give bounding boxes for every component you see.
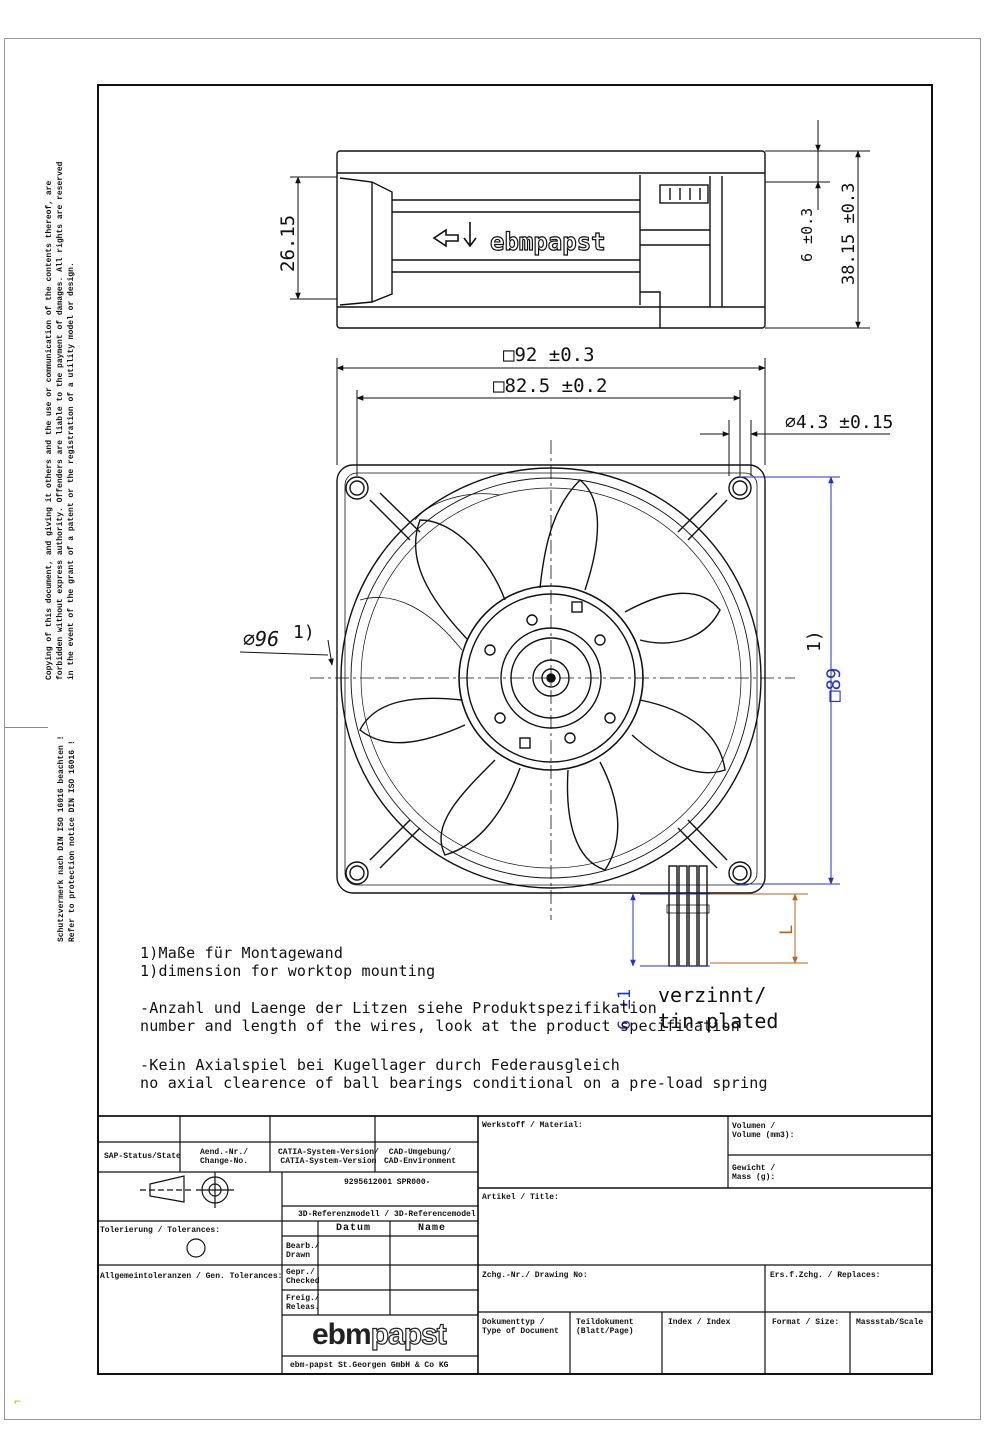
note-1-en: 1)dimension for worktop mounting [140, 962, 436, 980]
dim-height: 26.15 [277, 215, 299, 272]
dim-96: ⌀96 [243, 627, 279, 651]
side-dimensions [290, 120, 870, 329]
dim-L: L [777, 925, 797, 935]
tin-label-en: tin-plated [658, 1009, 778, 1033]
tb-title: Artikel / Title: [482, 1193, 559, 1202]
logo-papst: papst [370, 1317, 447, 1351]
tolerance-circle-icon [186, 1238, 206, 1258]
tb-name: Name [418, 1223, 447, 1234]
tb-ref-model: 3D-Referenzmodell / 3D-Referencemodel [298, 1210, 476, 1219]
logo-ebm: ebm [312, 1318, 372, 1351]
projection-symbol-icon [140, 1172, 234, 1208]
drawing-sheet [4, 38, 981, 1420]
note-1-de: 1)Maße für Montagewand [140, 944, 344, 962]
tb-company: ebm-papst St.Georgen GmbH & Co KG [290, 1361, 449, 1370]
tb-replaces: Ers.f.Zchg. / Replaces: [770, 1271, 881, 1280]
tb-volume: Volumen / Volume (mm3): [732, 1122, 795, 1140]
dim-hole: ⌀4.3 ±0.15 [785, 412, 893, 433]
corner-mark: ⌐ [14, 1394, 22, 1408]
tb-drawing-no: Zchg.-Nr./ Drawing No: [482, 1271, 588, 1280]
tb-ref-number: 9295612001 SPR000- [344, 1178, 431, 1187]
tb-general-tol: Allgemeintoleranzen / Gen. Tolerances: [100, 1272, 283, 1281]
note-2-en: number and length of the wires, look at … [140, 1017, 740, 1035]
tb-sub-doc: Teildokument (Blatt/Page) [576, 1318, 634, 1336]
tin-label-de: verzinnt/ [658, 983, 766, 1007]
dim-92: □92 ±0.3 [503, 344, 595, 366]
side-view [336, 150, 766, 329]
tb-release: Freig./ Releas. [286, 1294, 320, 1312]
tb-catia-version: CATIA-System-Version/ CATIA-System-Versi… [278, 1148, 379, 1166]
note-ref-96: 1) [293, 622, 315, 643]
note-ref-89: 1) [804, 630, 825, 652]
ebmpapst-logo: ebmpapst [312, 1317, 447, 1352]
dim-89-lines [630, 476, 840, 967]
drawing-frame [97, 84, 933, 1375]
tb-material: Werkstoff / Material: [482, 1121, 583, 1130]
tb-index: Index / Index [668, 1318, 731, 1327]
fold-mark [4, 727, 48, 728]
title-block-grid [97, 1115, 933, 1373]
note-3-de: -Kein Axialspiel bei Kugellager durch Fe… [140, 1056, 620, 1074]
tb-weight: Gewicht / Mass (g): [732, 1164, 776, 1182]
tb-drawn: Bearb./ Drawn [286, 1242, 320, 1260]
tb-format: Format / Size: [772, 1318, 840, 1327]
tb-change-no: Aend.-Nr./ Change-No. [200, 1148, 249, 1166]
tb-scale: Massstab/Scale [856, 1318, 924, 1327]
note-3-en: no axial clearence of ball bearings cond… [140, 1074, 768, 1092]
dim-38: 38.15 ±0.3 [839, 183, 859, 285]
tb-doc-type: Dokumenttyp / Type of Document [482, 1318, 559, 1336]
note-2-de: -Anzahl und Laenge der Litzen siehe Prod… [140, 999, 657, 1017]
tb-cad-env: CAD-Umgebung/ CAD-Environment [384, 1148, 457, 1166]
dim-6b: 6 ±1 [615, 989, 635, 1030]
dim-L-lines [710, 893, 808, 964]
center-lines [310, 440, 795, 920]
dim-6: 6 ±0.3 [798, 208, 816, 262]
dim-89: □89 [823, 668, 845, 702]
tb-tolerance: Tolerierung / Tolerances: [100, 1226, 221, 1235]
tb-sap-status: SAP-Status/State [104, 1152, 181, 1161]
front-dimensions [239, 358, 890, 666]
dim-82: □82.5 ±0.2 [493, 375, 607, 397]
tb-checked: Gepr./ Checked [286, 1268, 320, 1286]
tb-datum: Datum [336, 1223, 372, 1234]
housing-brand-label: ebmpapst [490, 228, 606, 256]
